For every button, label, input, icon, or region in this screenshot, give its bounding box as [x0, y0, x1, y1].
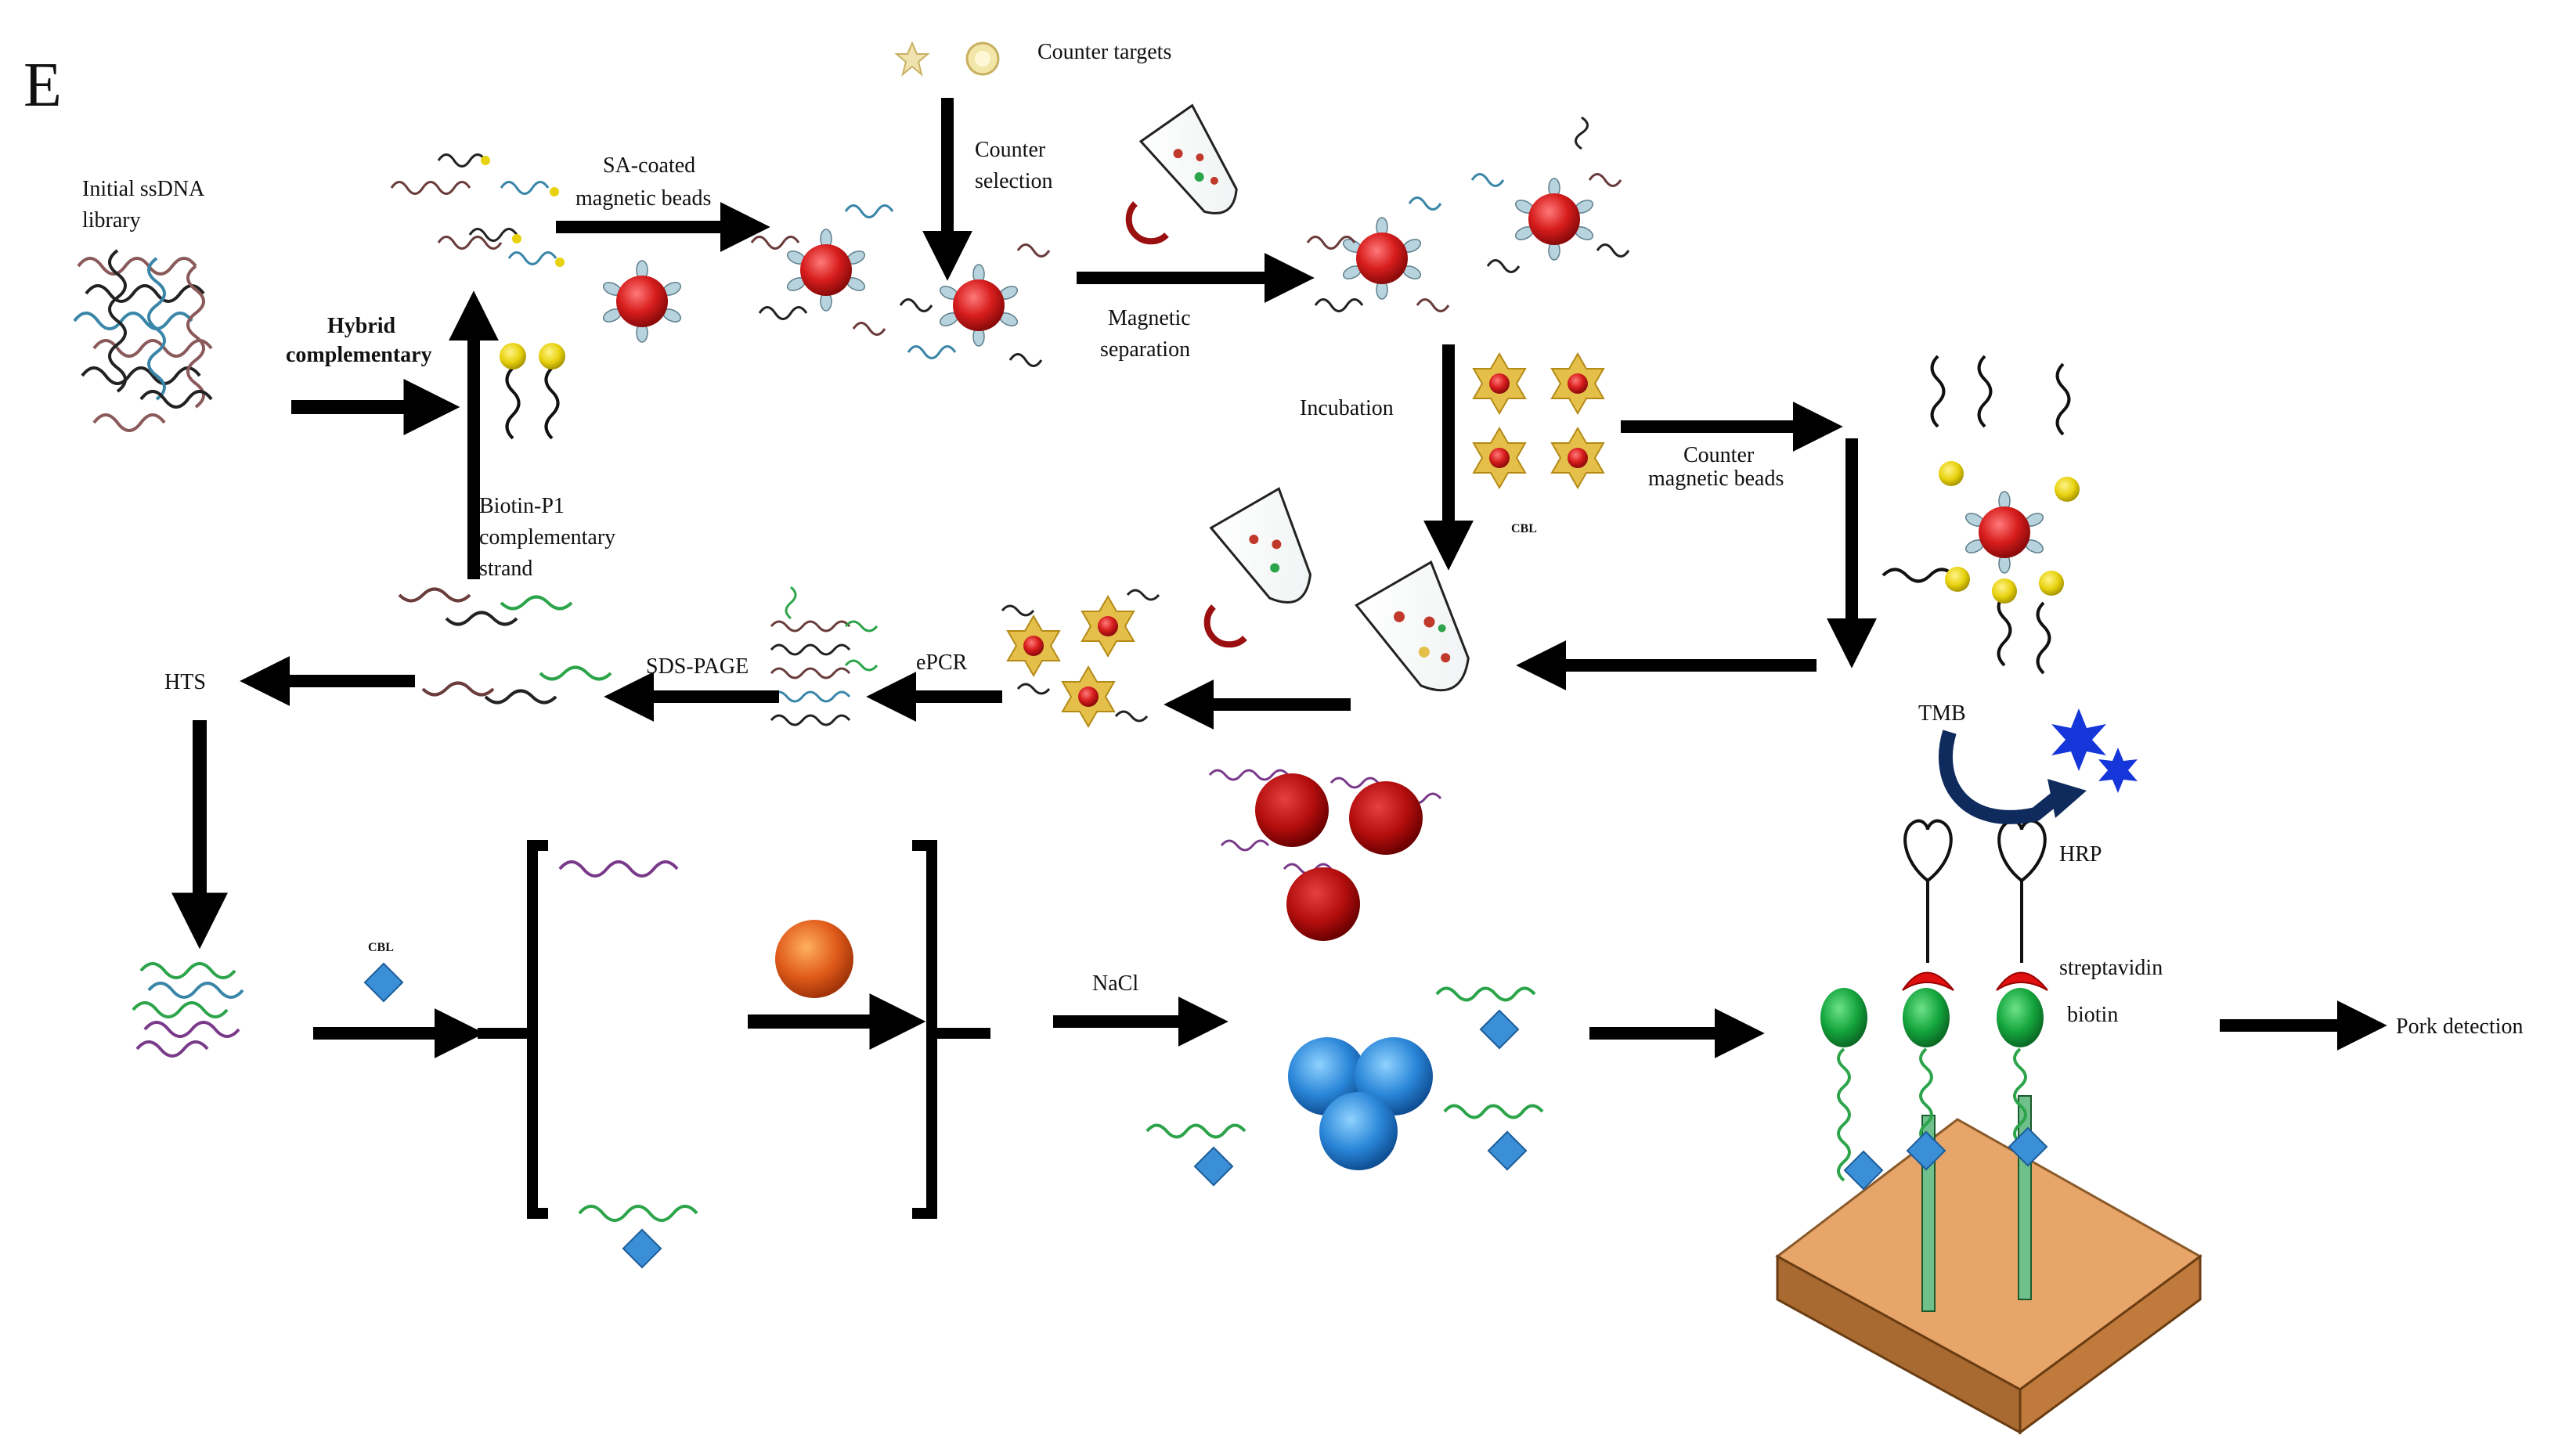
sensor-platform [1775, 1118, 2203, 1435]
purified-ssdna [398, 587, 612, 705]
counter-beads-label-1: Counter [1683, 443, 1755, 467]
tmb-label: TMB [1918, 701, 1966, 726]
initial-ssdna-library [73, 249, 213, 432]
cbl-targets-top [1473, 353, 1604, 488]
incubation-label: Incubation [1300, 396, 1394, 420]
blue-nanoparticle-aggregate [1288, 1037, 1433, 1170]
sa-coated-bead [601, 260, 684, 343]
free-aptamer [558, 860, 679, 878]
nacl-label: NaCl [1092, 971, 1138, 996]
sds-page-label: SDS-PAGE [646, 654, 749, 679]
bracket-left [478, 840, 548, 1219]
incubation-tube [1355, 560, 1470, 692]
aptamer-probes [1820, 988, 2048, 1191]
counter-targets-icon [894, 41, 1000, 77]
magnet-bottom [1203, 604, 1247, 648]
counter-selection-label-2: selection [975, 169, 1053, 193]
counter-beads-label-2: magnetic beads [1648, 467, 1784, 491]
red-nanoparticle-cluster [1208, 769, 1442, 941]
tmb-arrow-head [2047, 779, 2087, 818]
epcr-label: ePCR [916, 651, 968, 675]
magnetic-tube-top [1138, 103, 1238, 214]
biotin-p1-label-3: strand [479, 557, 532, 581]
gold-nanoparticle [775, 920, 853, 998]
panel-letter: E [23, 51, 62, 120]
pork-detection-label: Pork detection [2396, 1015, 2524, 1039]
hrp-probes [1903, 819, 2047, 963]
streptavidin-caps [1902, 971, 2048, 991]
sa-beads-label-2: magnetic beads [575, 186, 711, 211]
bead-biotin-complex [1881, 355, 2080, 675]
cbl-bottom-label: CBL [368, 941, 394, 954]
streptavidin-label: streptavidin [2059, 956, 2163, 980]
epcr-star-cluster [1001, 589, 1160, 727]
sequenced-aptamers [132, 962, 244, 1058]
epcr-duplex-products [770, 586, 879, 726]
bead-aptamer-complexes-1 [750, 204, 1051, 367]
counter-targets-label: Counter targets [1037, 40, 1171, 64]
biotin-p1-label-2: complementary [479, 525, 615, 550]
hybrid-label-2: complementary [286, 343, 432, 367]
biotin-p1-strands [500, 343, 565, 440]
bound-aptamer [578, 1205, 698, 1269]
bracket-right [912, 840, 990, 1219]
tmb-curved-arrow [1939, 730, 2060, 824]
sa-beads-label-1: SA-coated [603, 153, 695, 178]
magnetic-sep-label-1: Magnetic [1108, 306, 1191, 330]
biotin-p1-label-1: Biotin-P1 [479, 494, 565, 518]
magnet-top [1125, 201, 1169, 245]
hybridized-strands [390, 153, 565, 267]
counter-selection-label-1: Counter [975, 138, 1046, 162]
initial-library-label-2: library [82, 208, 141, 232]
hts-label: HTS [164, 670, 206, 694]
oxidized-tmb-stars [2051, 708, 2138, 793]
hybrid-label-1: Hybrid [327, 314, 396, 338]
cbl-top-label: CBL [1511, 522, 1537, 535]
magnetic-sep-label-2: separation [1100, 337, 1190, 362]
bead-aptamer-complexes-2 [1306, 116, 1630, 312]
aptamer-cbl-complexes [1145, 986, 1544, 1187]
magnetic-tube-bottom [1209, 487, 1312, 604]
hrp-label: HRP [2059, 842, 2102, 867]
biotin-label: biotin [2067, 1003, 2118, 1027]
initial-library-label-1: Initial ssDNA [82, 177, 205, 201]
cbl-diamond-left [363, 962, 404, 1003]
